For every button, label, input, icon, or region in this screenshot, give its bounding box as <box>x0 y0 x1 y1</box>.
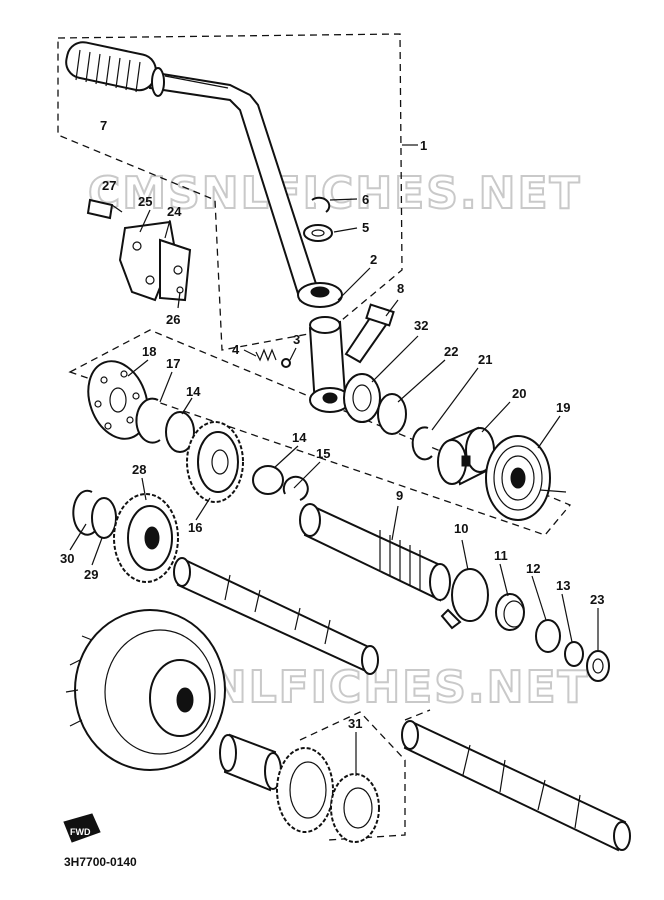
circlip-21 <box>411 426 433 461</box>
kick-lever <box>65 41 343 308</box>
callout-23: 23 <box>590 592 604 607</box>
kick-lever-assembly-outline <box>57 33 403 351</box>
callout-9: 9 <box>396 488 403 503</box>
spring <box>255 348 277 362</box>
sleeve <box>219 733 282 792</box>
callout-21: 21 <box>478 352 492 367</box>
washer-12 <box>535 619 561 653</box>
kick-boss <box>308 316 351 413</box>
callout-29: 29 <box>84 567 98 582</box>
callout-11: 11 <box>494 548 508 563</box>
callout-31: 31 <box>348 716 362 731</box>
callout-18: 18 <box>142 344 156 359</box>
clutch-housing <box>65 609 226 771</box>
callout-4: 4 <box>232 342 240 357</box>
callout-labels: 1 2 3 4 5 6 7 8 9 10 11 12 13 14 14 15 1… <box>60 118 604 731</box>
ratchet-spring <box>495 593 525 631</box>
callout-25: 25 <box>138 194 152 209</box>
drawing-code: 3H7700-0140 <box>64 855 137 869</box>
ball <box>281 358 291 368</box>
washer-14b <box>252 465 284 495</box>
callout-10: 10 <box>454 521 468 536</box>
callout-15: 15 <box>316 446 330 461</box>
callout-5: 5 <box>362 220 369 235</box>
kick-shaft <box>299 503 451 602</box>
idler-gear <box>113 493 179 583</box>
callout-8: 8 <box>397 281 404 296</box>
callout-14a: 14 <box>186 384 201 399</box>
washer-32 <box>343 373 381 423</box>
callout-1: 1 <box>420 138 427 153</box>
callout-13: 13 <box>556 578 570 593</box>
washer <box>303 224 333 242</box>
callout-27: 27 <box>102 178 116 193</box>
callout-22: 22 <box>444 344 458 359</box>
callout-24: 24 <box>167 204 182 219</box>
callout-6: 6 <box>362 192 369 207</box>
callout-3: 3 <box>293 332 300 347</box>
torsion-spring <box>485 435 567 521</box>
driven-gear <box>276 747 334 833</box>
pinch-bolt <box>344 303 395 364</box>
kick-shaft-assembly-outline <box>68 329 572 536</box>
callout-30: 30 <box>60 551 74 566</box>
washer-14a <box>165 411 195 453</box>
gear-31 <box>330 773 380 843</box>
secondary-shaft <box>401 720 631 852</box>
callout-14b: 14 <box>292 430 307 445</box>
callout-28: 28 <box>132 462 146 477</box>
ratchet-plate <box>87 360 149 440</box>
main-axle <box>173 557 379 675</box>
circlip-17 <box>135 397 161 444</box>
washer-29 <box>91 497 117 539</box>
callout-19: 19 <box>556 400 570 415</box>
ratchet <box>440 568 489 630</box>
circlip <box>311 196 331 213</box>
washer-22 <box>377 393 407 435</box>
callout-26: 26 <box>166 312 180 327</box>
grip-ribs <box>75 49 141 93</box>
callout-32: 32 <box>414 318 428 333</box>
callout-16: 16 <box>188 520 202 535</box>
circlip-30 <box>72 489 97 536</box>
leader-lines <box>69 144 599 776</box>
callout-7: 7 <box>100 118 107 133</box>
fwd-badge: FWD <box>63 813 101 843</box>
callout-2: 2 <box>370 252 377 267</box>
kick-gear <box>186 421 244 503</box>
watermark-top: CMSNLFICHES.NET <box>88 168 582 219</box>
fwd-badge-text: FWD <box>70 827 91 837</box>
circlip-13 <box>564 641 584 667</box>
washer-23 <box>586 650 610 682</box>
secondary-shaft-assembly-outline <box>299 709 431 841</box>
callout-12: 12 <box>526 561 540 576</box>
circlip-15 <box>282 475 309 501</box>
callout-20: 20 <box>512 386 526 401</box>
callout-17: 17 <box>166 356 180 371</box>
bracket-assembly <box>86 198 192 302</box>
